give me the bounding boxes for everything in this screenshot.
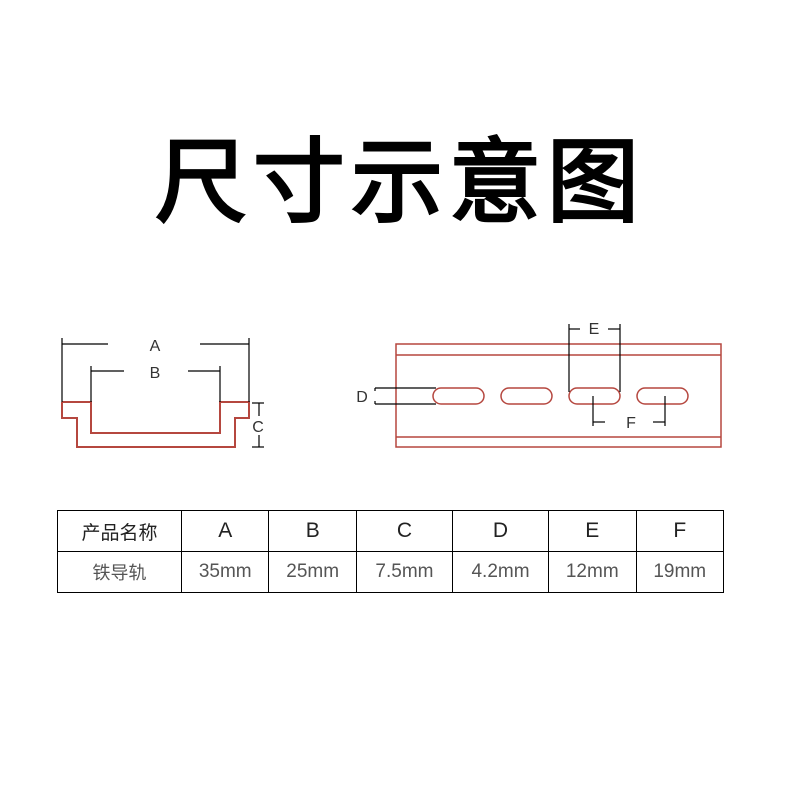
header-a: A (180, 510, 270, 552)
spec-table: 产品名称 A B C D E F 铁导轨 35mm 25mm 7.5mm 4.2… (57, 510, 724, 593)
label-b: B (150, 365, 161, 382)
dimension-e (568, 324, 621, 392)
table-header-row: 产品名称 A B C D E F (57, 510, 724, 552)
header-c: C (355, 510, 453, 552)
label-c: C (252, 419, 264, 436)
dimension-d (374, 387, 436, 405)
cell-product-name: 铁导轨 (57, 551, 182, 593)
cell-b: 25mm (268, 551, 357, 593)
cell-e: 12mm (548, 551, 637, 593)
header-e: E (548, 510, 637, 552)
slot-2 (500, 387, 553, 405)
rail-cross-section (61, 401, 250, 448)
cell-d: 4.2mm (451, 551, 550, 593)
header-b: B (268, 510, 357, 552)
label-a: A (150, 338, 161, 355)
dimension-f (592, 396, 666, 426)
label-e: E (589, 321, 600, 338)
header-f: F (635, 510, 724, 552)
cell-a: 35mm (180, 551, 270, 593)
table-row: 铁导轨 35mm 25mm 7.5mm 4.2mm 12mm 19mm (57, 551, 724, 593)
cell-c: 7.5mm (355, 551, 453, 593)
slot-1 (432, 387, 485, 405)
label-f: F (626, 415, 636, 432)
slot-3 (568, 387, 621, 405)
header-d: D (451, 510, 550, 552)
dimension-b (90, 366, 221, 402)
dimension-c (252, 402, 264, 448)
page-title: 尺寸示意图 (154, 129, 645, 236)
cell-f: 19mm (635, 551, 724, 593)
slot-4 (636, 387, 689, 405)
rail-top-view (395, 343, 722, 448)
header-product-name: 产品名称 (57, 510, 182, 552)
dimension-a (61, 338, 250, 402)
label-d: D (356, 389, 368, 406)
